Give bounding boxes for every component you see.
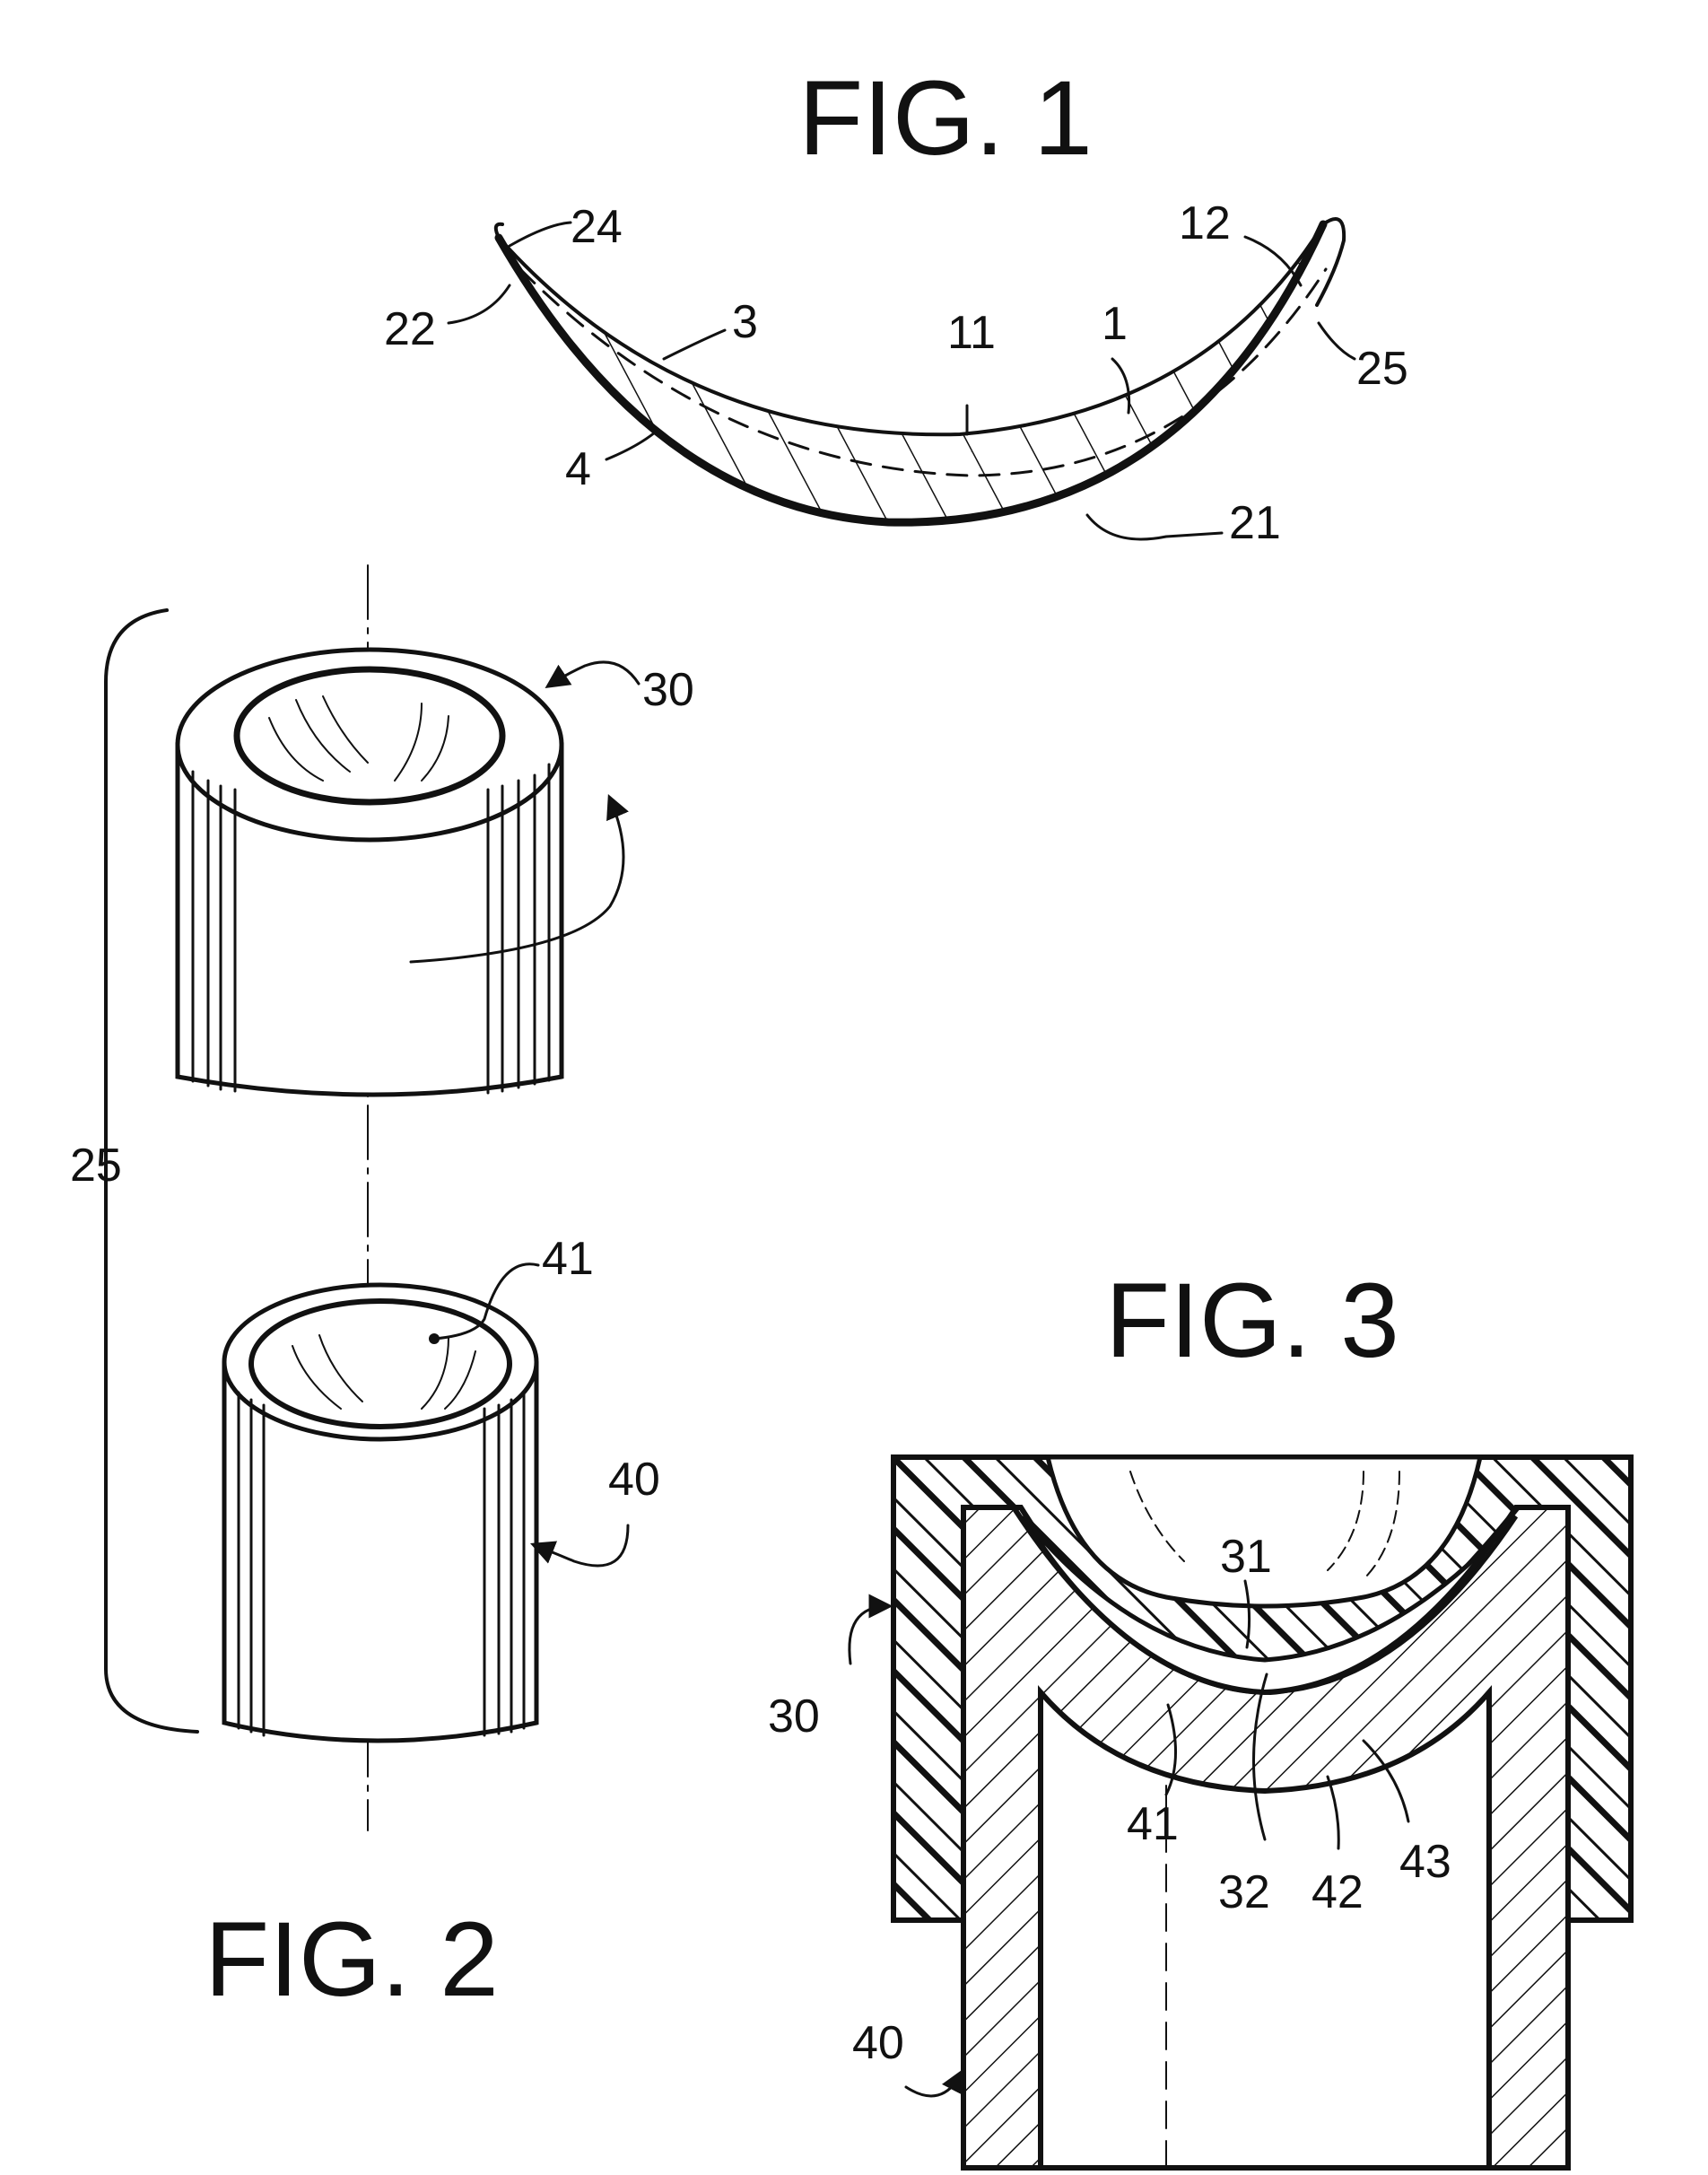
mold30-side-stripes-left [191, 770, 237, 1093]
ref-41-fig3: 41 [1127, 1798, 1179, 1850]
ref-4: 4 [565, 443, 591, 495]
fig1-reference-numerals: 24 22 3 11 1 12 25 4 21 [384, 197, 1408, 549]
ref-11: 11 [947, 307, 996, 359]
leader-40-fig3 [904, 2068, 964, 2098]
figure-1: FIG. 1 24 22 3 11 1 12 25 [384, 59, 1408, 549]
leader-42 [1326, 1775, 1340, 1850]
lens-cross-section [493, 217, 1346, 527]
leader-4 [605, 431, 657, 461]
mold-half-30 [175, 647, 629, 1097]
fig2-group-bracket [104, 608, 199, 1734]
figure-2: 25 30 41 40 FIG. 2 [70, 564, 694, 2019]
leader-21 [1085, 513, 1224, 541]
leader-40-fig2 [529, 1524, 630, 1568]
mold30-side-stripes-right [486, 763, 551, 1095]
leader-32 [1252, 1673, 1268, 1841]
fig3-title: FIG. 3 [1105, 1262, 1399, 1380]
ref-41-fig2: 41 [542, 1233, 594, 1285]
ref-40-fig3: 40 [852, 2017, 904, 2069]
ref-21: 21 [1229, 497, 1281, 549]
leader-24 [508, 221, 572, 248]
ref-3: 3 [732, 296, 758, 348]
fig2-title: FIG. 2 [205, 1900, 499, 2019]
lens-left-edge [493, 222, 504, 240]
leader-3 [662, 328, 727, 361]
ref-42: 42 [1312, 1866, 1364, 1918]
lens-anterior-surface [497, 223, 1325, 437]
mold30-rotation-arrow [409, 794, 629, 964]
ref-1: 1 [1102, 298, 1128, 350]
leader-12 [1243, 235, 1303, 287]
ref-22: 22 [384, 303, 436, 355]
leader-22 [447, 284, 511, 325]
leader-30-fig2 [545, 660, 640, 688]
lens-body-fill [499, 224, 1323, 523]
leader-25-lens [1317, 321, 1356, 361]
lens-posterior-surface [494, 220, 1328, 527]
mold30-cavity-shading [268, 695, 449, 782]
leader-41-fig2 [432, 1262, 540, 1341]
leader-1 [1111, 357, 1131, 415]
ref-32: 32 [1218, 1866, 1270, 1918]
mold40-body [222, 1361, 539, 1743]
ref-43: 43 [1399, 1836, 1451, 1888]
leader-31 [1243, 1579, 1251, 1649]
mold30-concave-cavity [233, 666, 506, 806]
fig1-title: FIG. 1 [798, 59, 1093, 178]
ref-30-fig3: 30 [768, 1690, 820, 1743]
figure-3: FIG. 3 31 30 41 32 42 43 40 [768, 1262, 1634, 2171]
lens-layer-dashed-line [518, 267, 1328, 477]
lens-right-edge [1315, 217, 1346, 307]
leader-30-fig3 [848, 1594, 893, 1665]
ref-25-lens: 25 [1356, 343, 1408, 395]
mold40-side-stripes-left [237, 1391, 266, 1737]
leader-41-fig3 [1164, 1703, 1178, 1796]
ref-31: 31 [1220, 1531, 1272, 1583]
fig3-dome-shading [1129, 1471, 1400, 1580]
mold40-side-stripes-right [483, 1391, 526, 1737]
ref-12: 12 [1179, 197, 1231, 249]
mold40-concave-cavity [248, 1298, 512, 1429]
fig3-bore [1038, 1684, 1492, 2171]
ref-24: 24 [571, 201, 623, 253]
ref-25-assembly: 25 [70, 1140, 122, 1192]
leader-41-fig2-dot [429, 1333, 440, 1344]
leader-43 [1362, 1739, 1410, 1823]
ref-30-fig2: 30 [642, 664, 694, 716]
mold-half-40 [222, 1282, 539, 1743]
ref-40-fig2: 40 [608, 1454, 660, 1506]
mold40-cavity-shading [292, 1334, 476, 1410]
